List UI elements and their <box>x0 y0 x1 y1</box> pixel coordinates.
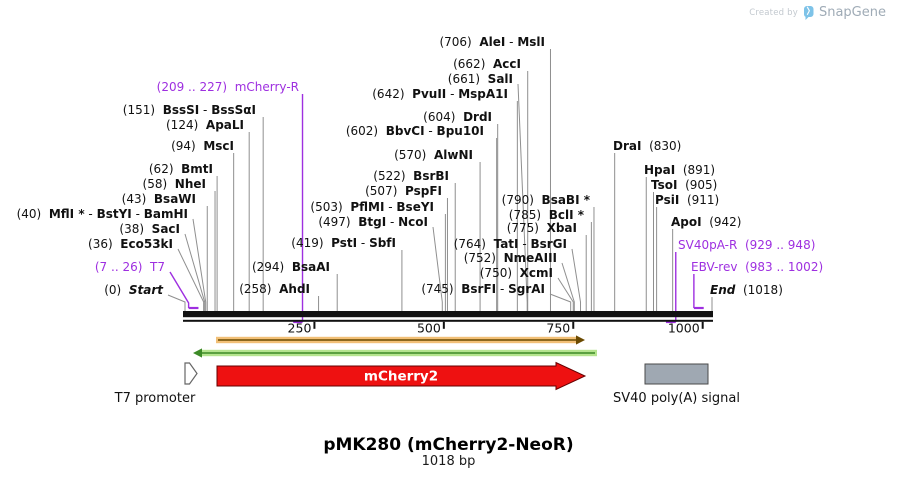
site-label: (785) BclI * <box>509 208 585 222</box>
leader-line <box>549 293 572 312</box>
primer-leader-line <box>169 271 190 308</box>
plasmid-title: pMK280 (mCherry2-NeoR) <box>323 435 574 455</box>
axis-tick-label: 500 <box>417 321 441 336</box>
site-label: ApoI (942) <box>671 215 742 229</box>
primer-label: EBV-rev (983 .. 1002) <box>691 260 823 274</box>
branding: Created by SnapGene <box>749 5 886 20</box>
site-label: (36) Eco53kI <box>88 237 173 251</box>
leader-line <box>184 233 206 312</box>
leader-line <box>432 226 443 312</box>
sequence-bar <box>183 311 713 318</box>
leader-line <box>177 248 205 312</box>
axis-tick-label: 1000 <box>668 321 700 336</box>
axis-tick <box>701 321 704 329</box>
site-label: End (1018) <box>710 283 783 297</box>
site-label: (764) TatI - BsrGI <box>454 237 567 251</box>
site-label: (62) BmtI <box>149 162 213 176</box>
sequence-bar-bottom-strand <box>183 319 713 322</box>
axis-tick <box>572 321 575 329</box>
site-label: (0) Start <box>104 283 164 297</box>
site-label: (706) AleI - MslI <box>439 35 545 49</box>
polya-label: SV40 poly(A) signal <box>613 391 740 406</box>
site-label: (38) SacI <box>119 222 180 236</box>
cds-mcherry2-arrow <box>216 361 587 391</box>
site-label: (752) NmeAIII <box>464 251 557 265</box>
site-label: PsiI (911) <box>655 193 719 207</box>
site-label: (151) BssSI - BssSαI <box>123 103 256 117</box>
leader-line <box>517 83 528 312</box>
site-label: (497) BtgI - NcoI <box>318 215 428 229</box>
site-label: (661) SalI <box>448 72 513 86</box>
site-label: (43) BsaWI <box>122 192 196 206</box>
site-label: (40) MflI * - BstYI - BamHI <box>17 207 188 221</box>
leader-line <box>557 277 574 312</box>
plasmid-length: 1018 bp <box>421 454 476 469</box>
brand-text: SnapGene <box>818 5 886 20</box>
site-label: (419) PstI - SbfI <box>291 236 396 250</box>
cds-mcherry2-label: mCherry2 <box>364 369 438 385</box>
created-by-text: Created by <box>749 7 798 18</box>
site-label: HpaI (891) <box>644 163 715 177</box>
promoter-label: T7 promoter <box>114 391 196 406</box>
site-label: (775) XbaI <box>507 221 577 235</box>
site-label: (750) XcmI <box>480 266 553 280</box>
orf-arrowhead-right <box>576 335 585 345</box>
snapgene-logo-icon <box>803 5 814 20</box>
axis-tick-label: 250 <box>288 321 312 336</box>
site-label: TsoI (905) <box>651 178 717 192</box>
leader-line <box>571 248 582 312</box>
site-label: (503) PflMI - BseYI <box>310 200 434 214</box>
polya-box <box>644 363 709 385</box>
primer-label: (209 .. 227) mCherry-R <box>157 80 299 94</box>
site-label: (604) DrdI <box>423 110 492 124</box>
site-label: (662) AccI <box>453 57 521 71</box>
site-label: (58) NheI <box>143 177 206 191</box>
site-label: (124) ApaLI <box>166 118 244 132</box>
axis-tick <box>442 321 445 329</box>
site-label: (522) BsrBI <box>373 169 449 183</box>
plasmid-map: 250 500 750 1000 (0) Start (36) Eco53kI(38) S… <box>17 35 824 406</box>
orf-arrowhead-left <box>193 348 202 358</box>
site-label: (642) PvuII - MspA1I <box>372 87 508 101</box>
site-label: (258) AhdI <box>239 282 310 296</box>
site-label: (94) MscI <box>171 139 234 153</box>
promoter-arrow <box>184 362 198 385</box>
site-label: (790) BsaBI * <box>502 193 591 207</box>
leader-line <box>192 218 207 312</box>
site-label: (570) AlwNI <box>394 148 473 162</box>
primer-label: SV40pA-R (929 .. 948) <box>678 238 815 252</box>
site-label: (294) BsaAI <box>252 260 330 274</box>
primer-label: (7 .. 26) T7 <box>95 260 165 274</box>
axis-tick-label: 750 <box>546 321 570 336</box>
axis-tick <box>313 321 316 329</box>
site-label: (602) BbvCI - Bpu10I <box>346 124 484 138</box>
site-label: (745) BsrFI - SgrAI <box>421 282 545 296</box>
site-label: DraI (830) <box>613 139 681 153</box>
leader-line <box>167 294 186 312</box>
site-label: (507) PspFI <box>365 184 442 198</box>
leader-line <box>561 262 575 312</box>
